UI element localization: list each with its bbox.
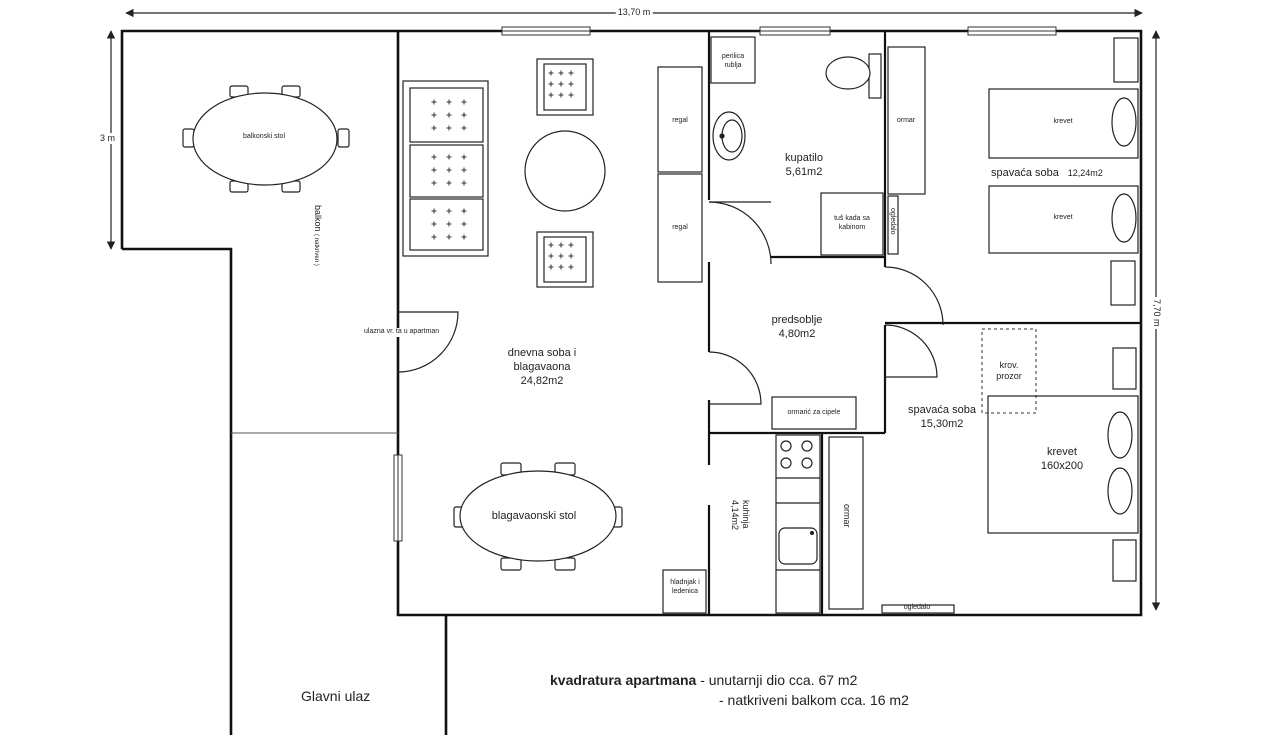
- height-dimension-label: 7,70 m: [1150, 297, 1162, 329]
- width-dimension-label: 13,70 m: [615, 7, 653, 19]
- bedroom1-label: spavaća soba 12,24m2: [991, 167, 1103, 179]
- balcony-label: balkon ( natkriven ): [313, 205, 323, 266]
- shelf-bottom-label: regal: [672, 224, 688, 231]
- side-entrance-label: ulazna vr. ta u apartman: [364, 328, 440, 337]
- sofa: [402, 80, 489, 257]
- balcony-depth-label: 3 m: [100, 133, 116, 145]
- door-swings: [397, 201, 944, 405]
- bedroom2-furniture: [828, 347, 1139, 614]
- shelf-top-label: regal: [672, 117, 688, 124]
- balcony-table-label: balkonski stol: [242, 133, 286, 140]
- wardrobe-kitchen-label: ormar: [842, 504, 852, 528]
- bathroom-fixtures: [710, 36, 926, 256]
- armchair-pattern: [548, 70, 574, 270]
- bed-top-label: krevet: [1053, 118, 1073, 125]
- dining-table: [453, 462, 623, 571]
- sofa-pattern: [431, 99, 467, 240]
- main-entrance-label: Glavni ulaz: [301, 688, 371, 704]
- shoe-cabinet: [771, 396, 857, 430]
- dining-table-label: blagavaonski stol: [491, 510, 577, 522]
- mirror-small-label: ogledalo: [889, 208, 896, 235]
- roof-window: [981, 328, 1037, 414]
- apartment-area-balcony: - natkriveni balkom cca. 16 m2: [719, 692, 909, 708]
- mirror-bottom-label: ogledalo: [903, 604, 931, 611]
- living-room-label: dnevna soba i blagavaona 24,82m2: [507, 347, 577, 387]
- wardrobe-top-label: ormar: [896, 117, 916, 124]
- armchairs: [524, 58, 606, 288]
- balcony-table: [182, 85, 350, 193]
- shoe-cabinet-label: ormarić za cipele: [787, 409, 841, 416]
- roof-window-label: krov.prozor: [996, 360, 1022, 382]
- interior-walls: [707, 31, 1141, 615]
- kitchen-fixtures: [662, 434, 821, 614]
- apartment-area-summary: kvadratura apartmana - unutarnji dio cca…: [550, 672, 858, 688]
- shelves: [657, 66, 703, 283]
- bedroom1-furniture: [988, 37, 1139, 306]
- windows: [393, 26, 1057, 542]
- bed-mid-label: krevet: [1053, 214, 1073, 221]
